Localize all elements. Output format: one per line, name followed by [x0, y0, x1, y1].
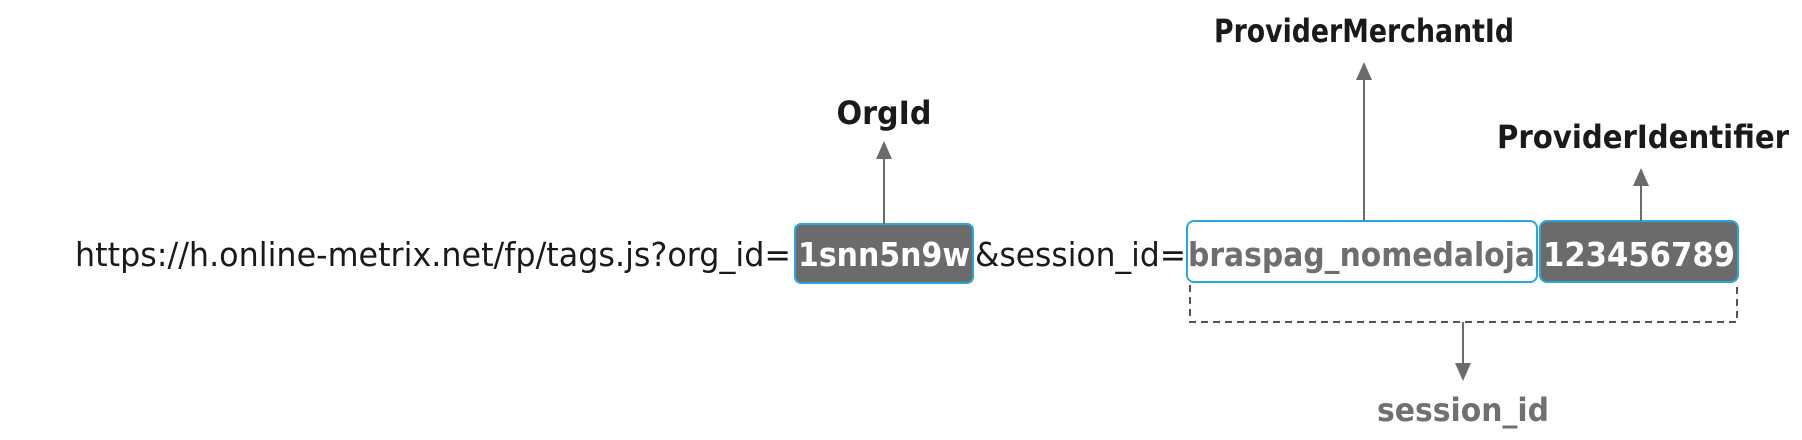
merchant-id-arrow-head — [1356, 62, 1372, 80]
identifier-value-box — [1539, 220, 1739, 283]
identifier-arrow-head — [1633, 168, 1649, 186]
session-id-bracket — [1189, 285, 1738, 323]
provider-identifier-label: ProviderIdentifier — [1497, 118, 1789, 156]
session-id-label: session_id — [1377, 391, 1549, 429]
merchant-id-value-box — [1186, 220, 1538, 283]
session-id-arrow-head — [1455, 363, 1471, 381]
identifier-value-text: 123456789 — [1543, 235, 1735, 274]
org-id-value-text: 1snn5n9w — [798, 235, 970, 274]
org-id-label: OrgId — [837, 94, 932, 132]
url-session-param-text: &session_id= — [975, 235, 1186, 274]
provider-merchant-id-label: ProviderMerchantId — [1214, 12, 1514, 50]
url-prefix-text: https://h.online-metrix.net/fp/tags.js?o… — [75, 235, 791, 274]
org-id-arrow-head — [876, 141, 892, 159]
merchant-id-value-text: braspag_nomedaloja — [1188, 235, 1535, 274]
